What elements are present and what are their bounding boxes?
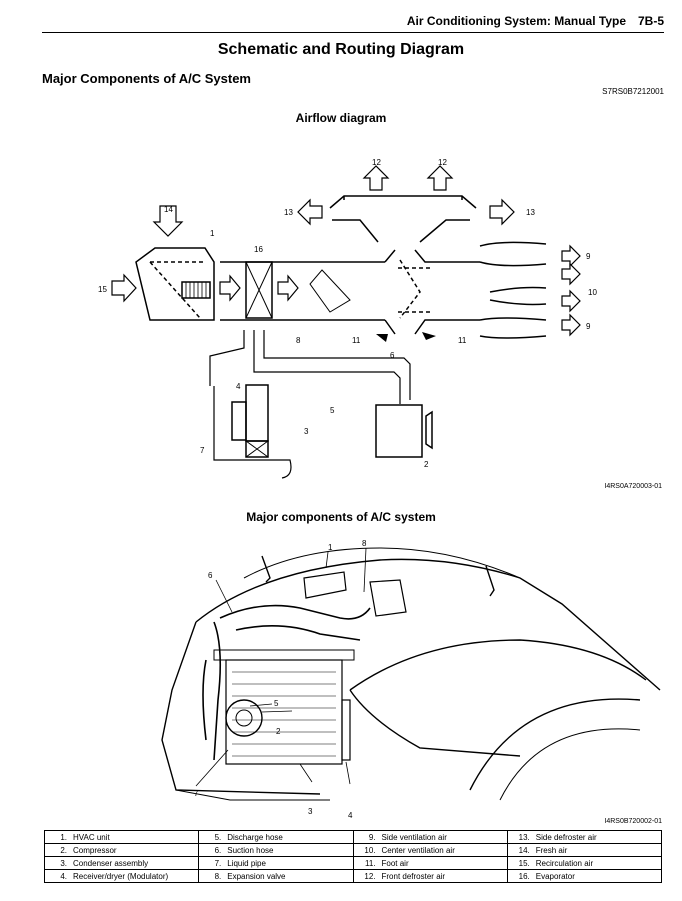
legend-cell: 10.Center ventilation air — [352, 843, 508, 857]
airflow-figure-code: I4RS0A720003-01 — [604, 483, 662, 490]
callout-14: 14 — [164, 205, 173, 214]
callout-1: 1 — [210, 229, 215, 238]
legend-cell: 15.Recirculation air — [506, 856, 663, 870]
callout-7: 7 — [200, 446, 205, 455]
legend-row: 4.Receiver/dryer (Modulator) 8.Expansion… — [43, 869, 663, 883]
document-code: S7RS0B7212001 — [602, 87, 664, 96]
page-number: 7B-5 — [637, 14, 664, 28]
callout-8: 8 — [296, 336, 301, 345]
section-heading: Major Components of A/C System — [42, 71, 251, 86]
illustration-callout-4: 4 — [348, 811, 353, 820]
callout-13-right: 13 — [526, 208, 535, 217]
illustration-callout-1: 1 — [328, 543, 333, 552]
airflow-diagram: 1 2 3 4 5 6 7 8 9 9 10 11 11 12 12 13 13… — [98, 158, 597, 479]
illustration-callout-8: 8 — [362, 539, 367, 548]
illustration-callout-5: 5 — [274, 699, 279, 708]
legend-cell: 2.Compressor — [43, 843, 200, 857]
callout-6: 6 — [390, 351, 395, 360]
page-title: Schematic and Routing Diagram — [217, 41, 465, 58]
legend-cell: 1.HVAC unit — [43, 830, 200, 844]
callout-4: 4 — [236, 382, 241, 391]
header-rule — [42, 32, 664, 33]
illustration-callout-3: 3 — [308, 807, 313, 816]
legend-cell: 16.Evaporator — [506, 869, 663, 883]
legend-row: 3.Condenser assembly 7.Liquid pipe 11.Fo… — [43, 856, 663, 870]
legend-row: 1.HVAC unit 5.Discharge hose 9.Side vent… — [43, 830, 663, 844]
legend-cell: 14.Fresh air — [506, 843, 663, 857]
legend-cell: 8.Expansion valve — [198, 869, 354, 883]
callout-9-bottom: 9 — [586, 322, 591, 331]
illustration-callout-6: 6 — [208, 571, 213, 580]
airflow-diagram-caption: Airflow diagram — [295, 111, 387, 125]
legend-row: 2.Compressor 6.Suction hose 10.Center ve… — [43, 843, 663, 857]
callout-12-left: 12 — [372, 158, 381, 167]
legend-cell: 7.Liquid pipe — [198, 856, 354, 870]
component-legend-table: 1.HVAC unit 5.Discharge hose 9.Side vent… — [43, 830, 663, 883]
callout-13-left: 13 — [284, 208, 293, 217]
callout-10: 10 — [588, 288, 597, 297]
components-illustration: 1 2 3 4 5 6 7 8 — [161, 539, 661, 820]
legend-cell: 12.Front defroster air — [352, 869, 508, 883]
callout-3: 3 — [304, 427, 309, 436]
legend-cell: 9.Side ventilation air — [352, 830, 508, 844]
callout-9-top: 9 — [586, 252, 591, 261]
header-title: Air Conditioning System: Manual Type — [406, 14, 626, 28]
illustration-callout-2: 2 — [276, 727, 281, 736]
callout-11-left: 11 — [352, 336, 361, 345]
callout-5: 5 — [330, 406, 335, 415]
callout-11-right: 11 — [458, 336, 467, 345]
callout-12-right: 12 — [438, 158, 447, 167]
legend-cell: 6.Suction hose — [198, 843, 354, 857]
callout-15: 15 — [98, 285, 107, 294]
legend-cell: 4.Receiver/dryer (Modulator) — [43, 869, 200, 883]
legend-cell: 13.Side defroster air — [506, 830, 663, 844]
illustration-callout-7: 7 — [194, 789, 199, 798]
components-diagram-caption: Major components of A/C system — [246, 510, 436, 524]
legend-cell: 11.Foot air — [352, 856, 508, 870]
legend-cell: 3.Condenser assembly — [43, 856, 200, 870]
callout-2: 2 — [424, 460, 429, 469]
components-figure-code: I4RS0B720002-01 — [604, 818, 662, 825]
callout-16: 16 — [254, 245, 263, 254]
legend-cell: 5.Discharge hose — [198, 830, 354, 844]
